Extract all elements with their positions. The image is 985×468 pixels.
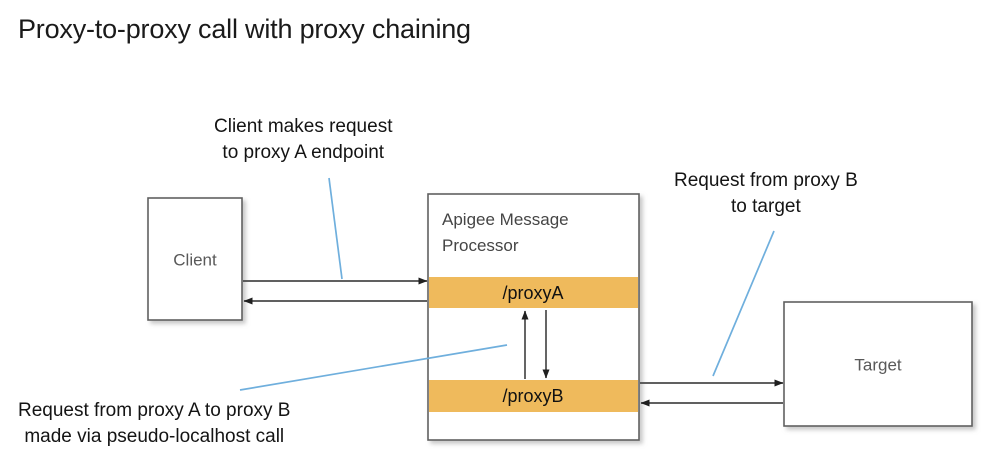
proxy-a-label: /proxyA <box>502 283 563 303</box>
leader-line-target-request <box>712 230 775 377</box>
proxy-b-band <box>429 380 638 412</box>
annotation-client-request-line1: Client makes request <box>214 116 393 137</box>
annotation-chain-request-line1: Request from proxy A to proxy B <box>18 400 291 421</box>
annotation-client-request: Client makes request to proxy A endpoint <box>214 114 392 165</box>
proxy-b-label: /proxyB <box>502 386 563 406</box>
node-message-processor: Apigee Message Processor /proxyA /proxyB <box>427 193 640 441</box>
node-target: Target <box>783 301 973 427</box>
node-target-label: Target <box>854 355 902 374</box>
annotation-target-request: Request from proxy B to target <box>674 168 858 219</box>
node-client-label: Client <box>173 250 217 269</box>
annotation-target-request-line1: Request from proxy B <box>674 170 858 191</box>
annotation-chain-request-line2: made via pseudo-localhost call <box>24 425 285 447</box>
page-title: Proxy-to-proxy call with proxy chaining <box>18 14 471 44</box>
leader-line-chain-request <box>239 344 508 391</box>
annotation-target-request-line2: to target <box>731 195 801 217</box>
message-processor-title-line1: Apigee Message <box>442 210 569 229</box>
proxy-a-band <box>429 277 638 308</box>
message-processor-title-line2: Processor <box>442 236 519 255</box>
node-client: Client <box>147 197 243 321</box>
annotation-client-request-line2: to proxy A endpoint <box>222 141 385 163</box>
leader-line-client-request <box>328 177 343 280</box>
annotation-chain-request: Request from proxy A to proxy B made via… <box>18 398 290 449</box>
